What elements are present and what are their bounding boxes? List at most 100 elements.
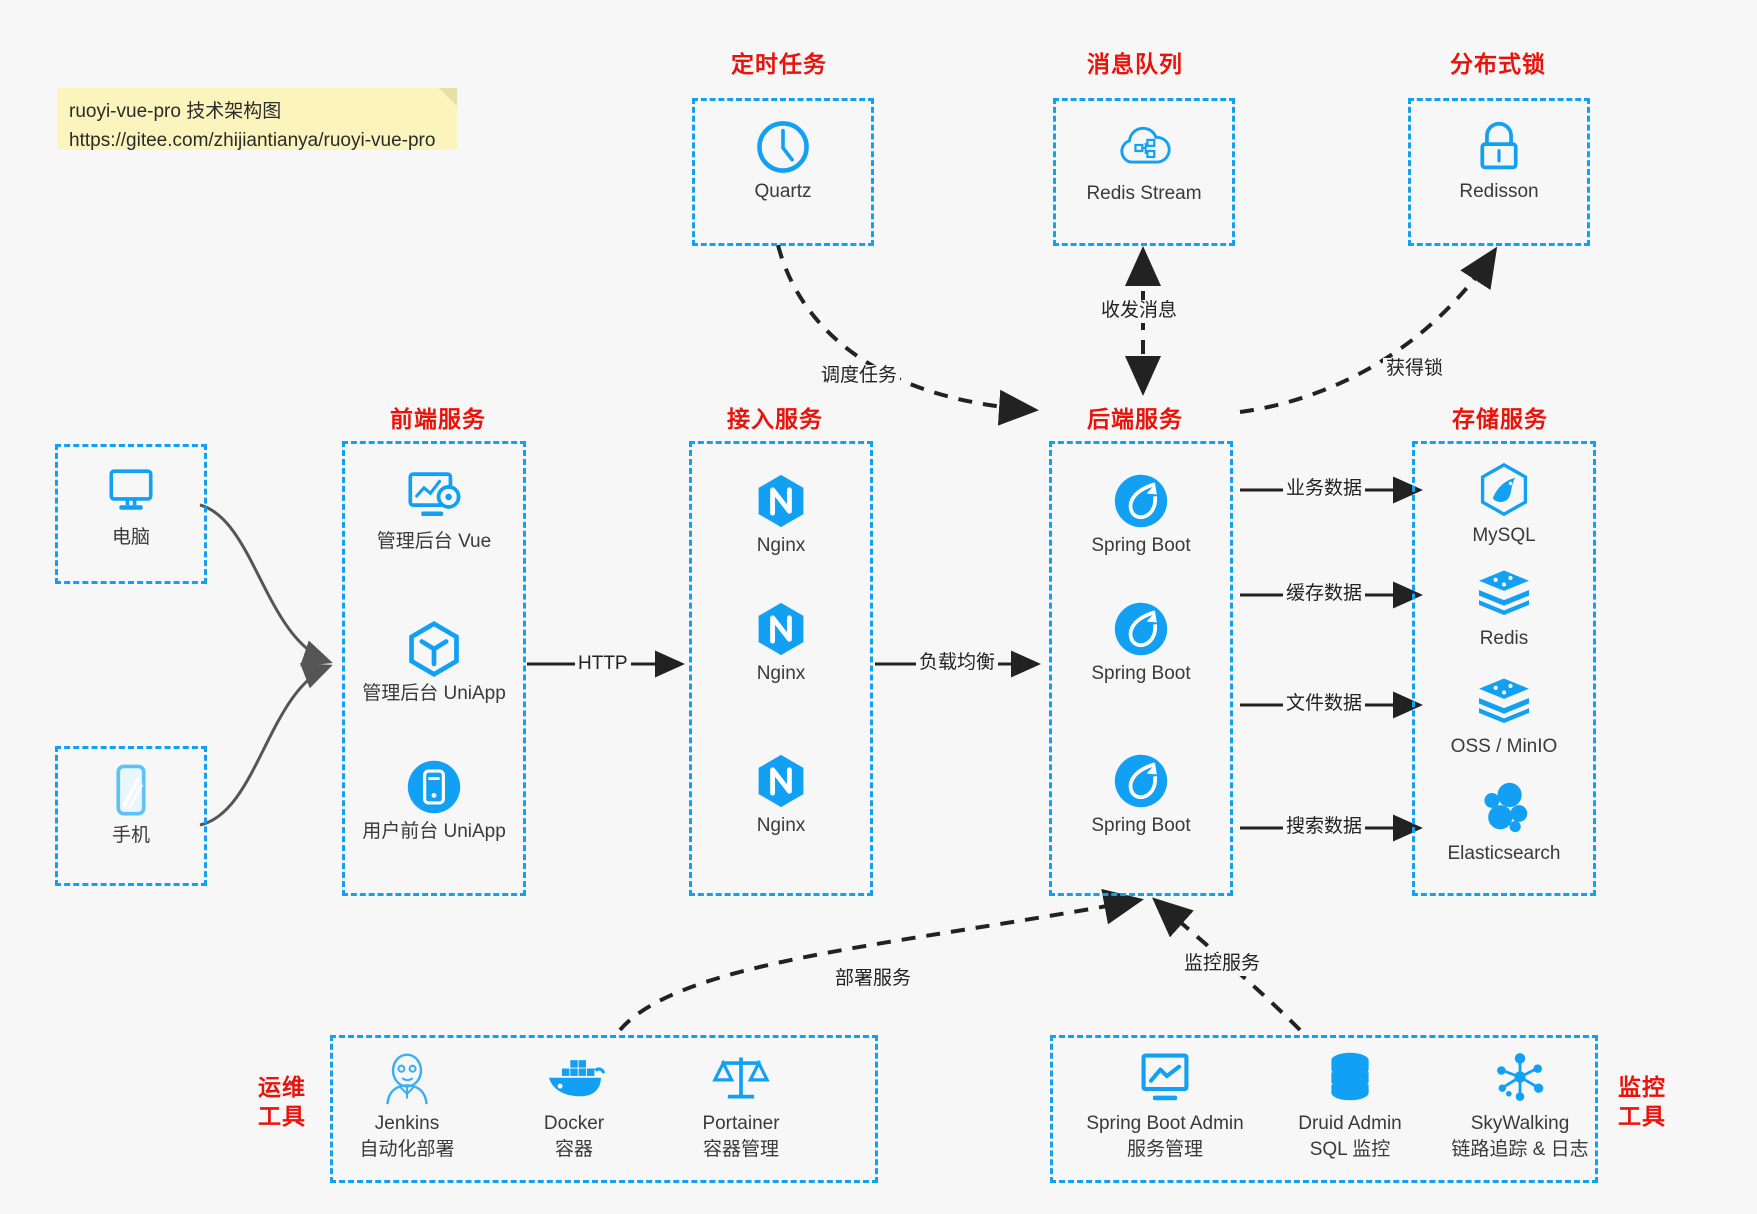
node-elasticsearch[interactable]: Elasticsearch bbox=[1419, 780, 1589, 867]
diagram-note: ruoyi-vue-pro 技术架构图 https://gitee.com/zh… bbox=[57, 88, 457, 151]
mobile-app-circle-icon bbox=[349, 758, 519, 816]
docker-whale-icon bbox=[489, 1050, 659, 1108]
group-title-gateway-service: 接入服务 bbox=[727, 406, 823, 432]
skywalking-network-icon bbox=[1425, 1050, 1615, 1108]
nginx-icon bbox=[696, 472, 866, 530]
node-nginx-3[interactable]: Nginx bbox=[696, 752, 866, 839]
group-title-backend-service: 后端服务 bbox=[1087, 406, 1183, 432]
node-label-oss-minio: OSS / MinIO bbox=[1450, 736, 1558, 757]
node-spring-boot-3[interactable]: Spring Boot bbox=[1056, 752, 1226, 839]
edge-label-load-balance: 负载均衡 bbox=[916, 652, 999, 675]
group-box-monitor-tools bbox=[1050, 1035, 1598, 1183]
node-label-spring-boot-1: Spring Boot bbox=[1091, 535, 1191, 556]
group-box-gateway-service bbox=[689, 441, 873, 896]
group-title-scheduled-task: 定时任务 bbox=[731, 51, 827, 77]
node-label-nginx-1: Nginx bbox=[756, 535, 806, 556]
portainer-scale-icon bbox=[656, 1050, 826, 1108]
node-label-redis: Redis bbox=[1479, 628, 1529, 649]
node-label-user-uniapp: 用户前台 UniApp bbox=[362, 821, 506, 842]
node-druid-admin[interactable]: Druid Admin SQL 监控 bbox=[1265, 1050, 1435, 1162]
node-sublabel-druid-admin: SQL 监控 bbox=[1309, 1138, 1391, 1160]
note-title: ruoyi-vue-pro 技术架构图 bbox=[69, 101, 282, 122]
group-box-devops-tools bbox=[330, 1035, 878, 1183]
edge-label-http: HTTP bbox=[575, 653, 631, 676]
node-spring-boot-admin[interactable]: Spring Boot Admin 服务管理 bbox=[1065, 1050, 1265, 1162]
edge-devops-to-backend bbox=[618, 888, 1144, 1032]
node-redisson[interactable]: Redisson bbox=[1414, 118, 1584, 205]
node-admin-vue[interactable]: 管理后台 Vue bbox=[349, 468, 519, 555]
spring-boot-icon bbox=[1056, 472, 1226, 530]
edge-label-business-data: 业务数据 bbox=[1283, 478, 1366, 501]
hexagon-uniapp-icon bbox=[349, 620, 519, 678]
monitor-chart-icon bbox=[1065, 1050, 1265, 1108]
node-portainer[interactable]: Portainer 容器管理 bbox=[656, 1050, 826, 1162]
node-computer[interactable]: 电脑 bbox=[46, 464, 216, 551]
monitor-title-line2: 工具 bbox=[1618, 1102, 1666, 1129]
node-label-computer: 电脑 bbox=[111, 527, 150, 548]
node-nginx-1[interactable]: Nginx bbox=[696, 472, 866, 559]
redis-icon bbox=[1419, 565, 1589, 623]
node-label-nginx-3: Nginx bbox=[756, 815, 806, 836]
node-label-spring-boot-3: Spring Boot bbox=[1091, 815, 1191, 836]
jenkins-butler-icon bbox=[322, 1050, 492, 1108]
node-redis-stream[interactable]: Redis Stream bbox=[1059, 120, 1229, 207]
elasticsearch-icon bbox=[1419, 780, 1589, 838]
node-sublabel-skywalking: 链路追踪 & 日志 bbox=[1451, 1138, 1589, 1160]
edge-label-monitor-service: 监控服务 bbox=[1181, 953, 1264, 976]
edge-phone-to-frontend bbox=[199, 663, 333, 827]
node-label-redisson: Redisson bbox=[1459, 181, 1539, 202]
node-label-elasticsearch: Elasticsearch bbox=[1447, 843, 1561, 864]
node-phone[interactable]: 手机 bbox=[46, 762, 216, 849]
node-oss-minio[interactable]: OSS / MinIO bbox=[1419, 673, 1589, 760]
node-label-admin-vue: 管理后台 Vue bbox=[376, 531, 492, 552]
desktop-computer-icon bbox=[46, 464, 216, 522]
object-storage-icon bbox=[1419, 673, 1589, 731]
edge-label-acquire-lock: 获得锁 bbox=[1383, 358, 1447, 381]
node-quartz[interactable]: Quartz bbox=[698, 118, 868, 205]
clock-icon bbox=[698, 118, 868, 176]
spring-boot-icon bbox=[1056, 600, 1226, 658]
group-title-distributed-lock: 分布式锁 bbox=[1450, 51, 1546, 77]
node-label-phone: 手机 bbox=[111, 825, 150, 846]
node-skywalking[interactable]: SkyWalking 链路追踪 & 日志 bbox=[1425, 1050, 1615, 1162]
edge-label-cache-data: 缓存数据 bbox=[1283, 583, 1366, 606]
dashboard-settings-icon bbox=[349, 468, 519, 526]
node-redis[interactable]: Redis bbox=[1419, 565, 1589, 652]
edge-label-schedule-task: 调度任务 bbox=[818, 365, 901, 388]
node-label-docker: Docker bbox=[543, 1113, 605, 1134]
note-url: https://gitee.com/zhijiantianya/ruoyi-vu… bbox=[69, 129, 436, 151]
node-label-spring-boot-admin: Spring Boot Admin bbox=[1086, 1113, 1244, 1134]
node-sublabel-portainer: 容器管理 bbox=[702, 1138, 779, 1160]
node-admin-uniapp[interactable]: 管理后台 UniApp bbox=[349, 620, 519, 707]
edge-backend-to-redisson bbox=[1239, 246, 1498, 414]
group-title-frontend-service: 前端服务 bbox=[390, 406, 486, 432]
node-label-quartz: Quartz bbox=[754, 181, 812, 202]
group-title-devops-tools: 运维 工具 bbox=[258, 1073, 306, 1131]
node-label-mysql: MySQL bbox=[1472, 525, 1536, 546]
node-docker[interactable]: Docker 容器 bbox=[489, 1050, 659, 1162]
node-label-jenkins: Jenkins bbox=[374, 1113, 440, 1134]
node-label-admin-uniapp: 管理后台 UniApp bbox=[362, 683, 506, 704]
node-label-spring-boot-2: Spring Boot bbox=[1091, 663, 1191, 684]
edge-label-file-data: 文件数据 bbox=[1283, 693, 1366, 716]
node-spring-boot-1[interactable]: Spring Boot bbox=[1056, 472, 1226, 559]
group-box-distributed-lock bbox=[1408, 98, 1590, 246]
node-nginx-2[interactable]: Nginx bbox=[696, 600, 866, 687]
node-sublabel-spring-boot-admin: 服务管理 bbox=[1126, 1138, 1203, 1160]
group-title-monitor-tools: 监控 工具 bbox=[1618, 1073, 1666, 1131]
cloud-stream-icon bbox=[1059, 120, 1229, 178]
nginx-icon bbox=[696, 752, 866, 810]
node-sublabel-docker: 容器 bbox=[554, 1138, 593, 1160]
group-title-message-queue: 消息队列 bbox=[1087, 51, 1183, 77]
spring-boot-icon bbox=[1056, 752, 1226, 810]
node-jenkins[interactable]: Jenkins 自动化部署 bbox=[322, 1050, 492, 1162]
lock-icon bbox=[1414, 118, 1584, 176]
edge-quartz-to-backend bbox=[776, 244, 1039, 426]
node-spring-boot-2[interactable]: Spring Boot bbox=[1056, 600, 1226, 687]
edge-label-search-data: 搜索数据 bbox=[1283, 816, 1366, 839]
edge-computer-to-frontend bbox=[199, 503, 333, 667]
devops-title-line1: 运维 bbox=[258, 1074, 306, 1100]
mysql-icon bbox=[1419, 462, 1589, 520]
node-mysql[interactable]: MySQL bbox=[1419, 462, 1589, 549]
node-user-uniapp[interactable]: 用户前台 UniApp bbox=[349, 758, 519, 845]
